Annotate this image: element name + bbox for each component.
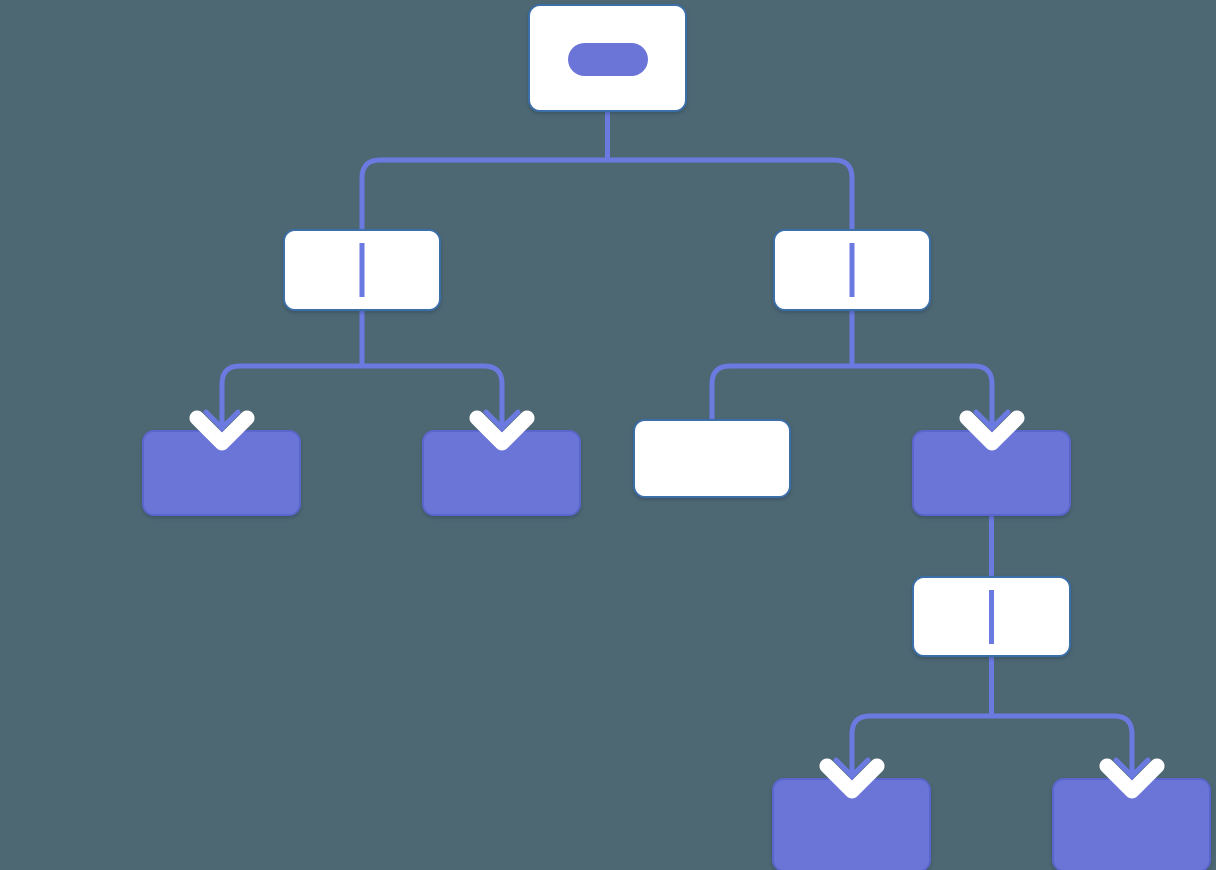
node-leaf-3-empty[interactable]: [633, 419, 791, 498]
node-leaf-2[interactable]: [422, 430, 581, 516]
node-root[interactable]: [528, 4, 687, 112]
node-branch-left[interactable]: [283, 229, 441, 311]
node-branch-right[interactable]: [773, 229, 931, 311]
node-leaf-6[interactable]: [1052, 778, 1211, 870]
node-leaf-5[interactable]: [772, 778, 931, 870]
node-leaf-1[interactable]: [142, 430, 301, 516]
node-root-pill: [568, 43, 648, 76]
node-leaf-4[interactable]: [912, 430, 1071, 516]
node-sub-branch[interactable]: [912, 576, 1071, 657]
